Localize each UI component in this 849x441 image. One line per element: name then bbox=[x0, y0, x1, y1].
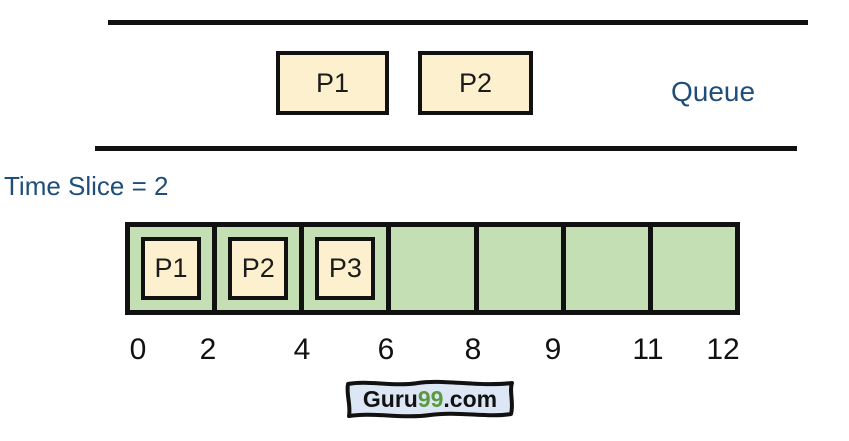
schedule-timeline: P1 P2 P3 bbox=[125, 222, 740, 315]
timeline-cell: P3 bbox=[304, 227, 387, 310]
logo-text-number: 99 bbox=[417, 385, 444, 412]
tick-label: 12 bbox=[706, 333, 740, 366]
tick-label: 2 bbox=[199, 333, 217, 366]
time-slice-label: Time Slice = 2 bbox=[4, 171, 169, 201]
logo-text-suffix: .com bbox=[443, 385, 498, 412]
queue-top-line bbox=[108, 20, 808, 25]
timeline-cell: P1 bbox=[130, 227, 213, 310]
tick-label: 4 bbox=[293, 333, 311, 366]
tick-label: 11 bbox=[632, 333, 664, 366]
tick-label: 8 bbox=[464, 333, 482, 366]
timeline-cell-empty bbox=[478, 227, 561, 310]
logo-sketchy-frame-icon bbox=[345, 379, 514, 419]
timeline-process-box-p1: P1 bbox=[141, 237, 202, 300]
queue-bottom-line bbox=[95, 146, 797, 151]
timeline-process-box-p3: P3 bbox=[315, 237, 376, 300]
logo-text-prefix: Guru bbox=[362, 385, 418, 412]
tick-label: 0 bbox=[129, 333, 147, 366]
queue-process-box-p2: P2 bbox=[418, 51, 533, 115]
tick-label: 9 bbox=[544, 333, 562, 366]
queue-process-label: P2 bbox=[458, 67, 493, 98]
queue-process-label: P1 bbox=[315, 67, 350, 98]
timeline-process-box-p2: P2 bbox=[228, 237, 289, 300]
timeline-cell: P2 bbox=[217, 227, 300, 310]
timeline-cell-empty bbox=[652, 227, 735, 310]
queue-process-box-p1: P1 bbox=[276, 51, 389, 115]
queue-label: Queue bbox=[671, 76, 756, 107]
timeline-cell-empty bbox=[391, 227, 474, 310]
tick-label: 6 bbox=[377, 333, 395, 366]
timeline-cell-empty bbox=[565, 227, 648, 310]
